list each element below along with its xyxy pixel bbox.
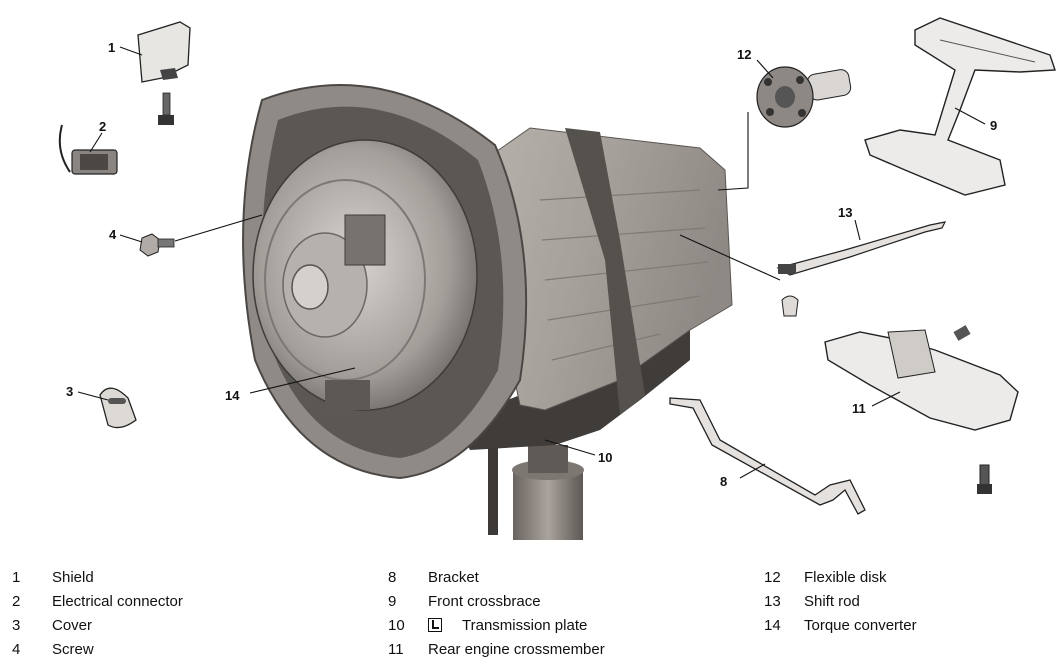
shield-part — [137, 21, 191, 125]
legend-item: 1 Shield — [12, 566, 342, 590]
legend-number: 12 — [764, 569, 781, 586]
legend-number: 11 — [388, 641, 404, 658]
legend-label: Shift rod — [804, 593, 860, 610]
transmission-assembly — [242, 84, 733, 540]
exploded-transmission-diagram: 1 2 3 4 8 9 10 11 12 13 14 — [58, 17, 1056, 540]
legend-item: 3 Cover — [12, 614, 342, 638]
callout-14: 14 — [225, 388, 240, 403]
legend-item: 9 Front crossbrace — [388, 590, 728, 614]
callout-9: 9 — [990, 118, 997, 133]
legend-label: Screw — [52, 641, 94, 658]
legend-number: 2 — [12, 593, 21, 610]
callout-2: 2 — [99, 119, 106, 134]
legend-number: 13 — [764, 593, 781, 610]
legend-label: Bracket — [428, 569, 479, 586]
instruction-note-icon — [428, 618, 442, 632]
legend-item: 2 Electrical connector — [12, 590, 342, 614]
legend-number: 8 — [388, 569, 397, 586]
legend-number: 9 — [388, 593, 397, 610]
legend-number: 4 — [12, 641, 21, 658]
screw-part — [139, 233, 175, 257]
legend-column-2: 8 Bracket 9 Front crossbrace 10 Transmis… — [388, 566, 728, 662]
legend-item: 14 Torque converter — [764, 614, 1054, 638]
leader-lines — [77, 46, 986, 479]
legend-column-3: 12 Flexible disk 13 Shift rod 14 Torque … — [764, 566, 1054, 638]
retaining-strap — [565, 128, 645, 415]
callout-3: 3 — [66, 384, 73, 399]
legend-label: Torque converter — [804, 617, 917, 634]
legend-item: 13 Shift rod — [764, 590, 1054, 614]
legend-item: 4 Screw — [12, 638, 342, 662]
flexible-disk-part — [756, 66, 852, 128]
legend-item: 11 Rear engine crossmember — [388, 638, 728, 662]
front-crossbrace-part — [864, 17, 1056, 196]
electrical-connector-part — [58, 124, 118, 175]
legend-label: Cover — [52, 617, 93, 634]
parts-legend: 1 Shield 2 Electrical connector 3 Cover … — [0, 560, 1059, 670]
callout-labels: 1 2 3 4 8 9 10 11 12 13 14 — [66, 40, 997, 489]
callout-1: 1 — [108, 40, 115, 55]
legend-item: 8 Bracket — [388, 566, 728, 590]
legend-column-1: 1 Shield 2 Electrical connector 3 Cover … — [12, 566, 342, 662]
legend-number: 1 — [12, 569, 21, 586]
cover-part — [99, 387, 137, 429]
callout-11: 11 — [852, 401, 866, 416]
rear-engine-crossmember-part — [824, 325, 1019, 494]
transmission-housing — [469, 127, 733, 411]
callout-10: 10 — [598, 450, 612, 465]
legend-number: 10 — [388, 617, 405, 634]
legend-number: 3 — [12, 617, 21, 634]
support-stand — [488, 440, 584, 540]
legend-item: 12 Flexible disk — [764, 566, 1054, 590]
legend-number: 14 — [764, 617, 781, 634]
shift-rod-part — [776, 221, 947, 317]
torque-converter — [252, 139, 478, 411]
legend-label: Shield — [52, 569, 94, 586]
legend-item: 10 Transmission plate — [388, 614, 728, 638]
callout-8: 8 — [720, 474, 727, 489]
bracket-part — [669, 397, 866, 515]
legend-label: Electrical connector — [52, 593, 183, 610]
legend-label: Transmission plate — [462, 617, 588, 634]
legend-label: Rear engine crossmember — [428, 641, 605, 658]
legend-label: Front crossbrace — [428, 593, 541, 610]
callout-13: 13 — [838, 205, 852, 220]
callout-12: 12 — [737, 47, 751, 62]
callout-4: 4 — [109, 227, 117, 242]
legend-label: Flexible disk — [804, 569, 887, 586]
